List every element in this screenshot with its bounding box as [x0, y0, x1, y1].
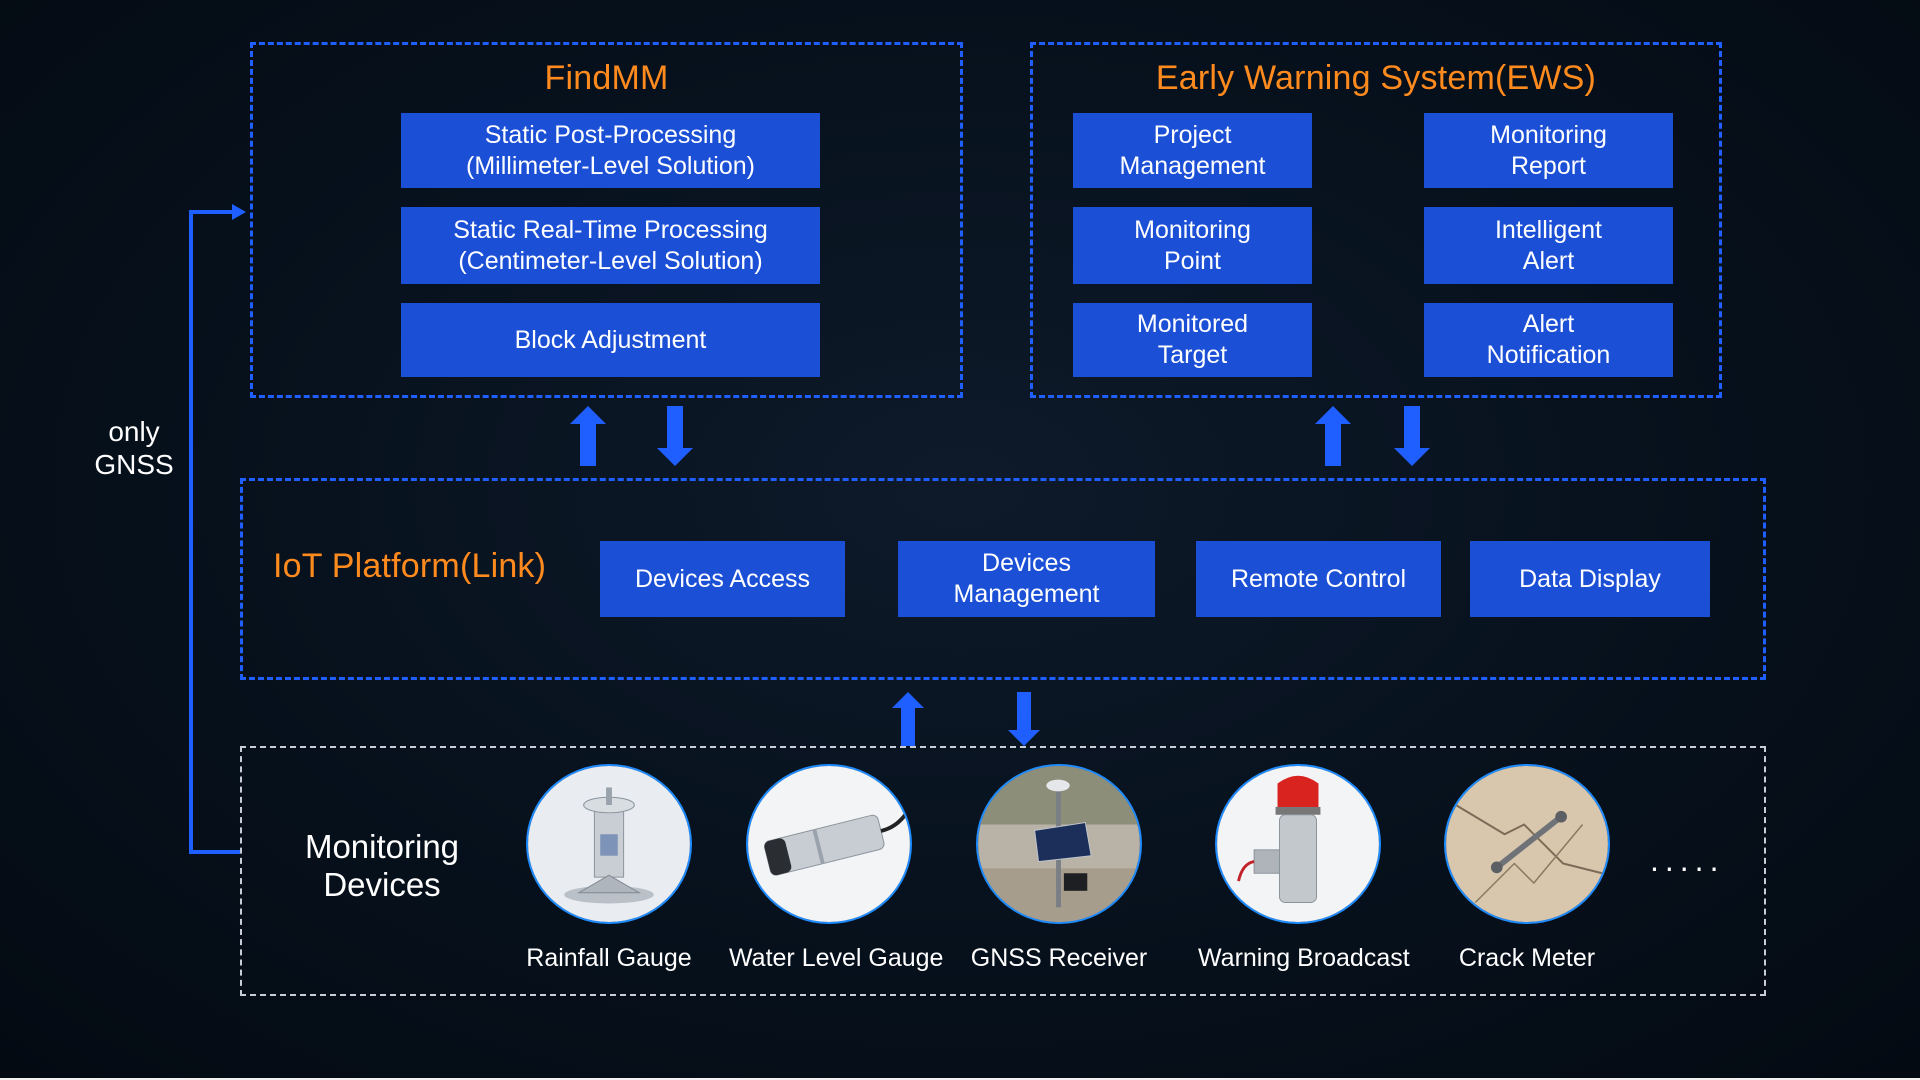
water-level-gauge-icon	[746, 764, 912, 924]
only-gnss-label: only GNSS	[94, 416, 174, 480]
gnss-receiver-label: GNSS Receiver	[970, 944, 1148, 972]
devices-access-box[interactable]: Devices Access	[600, 541, 845, 617]
device-crack-meter: Crack Meter	[1427, 764, 1627, 973]
monitoring-report-box[interactable]: Monitoring Report	[1424, 113, 1673, 188]
up-arrow-findmm	[570, 406, 606, 466]
monitoring-devices-group	[240, 746, 1766, 996]
more-devices-ellipsis: .....	[1650, 842, 1725, 878]
iot-platform-title: IoT Platform(Link)	[273, 547, 547, 585]
water-level-gauge-label: Water Level Gauge	[729, 944, 944, 972]
ews-group: Early Warning System(EWS)	[1030, 42, 1722, 398]
crack-meter-label: Crack Meter	[1458, 944, 1596, 972]
block-adjustment-box[interactable]: Block Adjustment	[401, 303, 820, 377]
down-arrow-ews	[1394, 406, 1430, 466]
rainfall-gauge-label: Rainfall Gauge	[526, 944, 692, 972]
crack-meter-icon	[1444, 764, 1610, 924]
rainfall-gauge-icon	[526, 764, 692, 924]
up-arrow-devices	[892, 692, 924, 746]
warning-broadcast-icon	[1215, 764, 1381, 924]
down-arrow-devices	[1008, 692, 1040, 746]
devices-management-box[interactable]: Devices Management	[898, 541, 1155, 617]
warning-broadcast-label: Warning Broadcast	[1198, 944, 1410, 972]
project-management-box[interactable]: Project Management	[1073, 113, 1312, 188]
bottom-divider	[0, 1078, 1920, 1080]
data-display-box[interactable]: Data Display	[1470, 541, 1710, 617]
monitoring-devices-label: Monitoring Devices	[304, 828, 460, 903]
up-arrow-ews	[1315, 406, 1351, 466]
device-water-level-gauge: Water Level Gauge	[729, 764, 944, 973]
ews-title: Early Warning System(EWS)	[1155, 59, 1597, 97]
device-warning-broadcast: Warning Broadcast	[1198, 764, 1410, 973]
iot-platform-group: IoT Platform(Link)	[240, 478, 1766, 680]
only-gnss-connector	[189, 204, 246, 854]
monitoring-point-box[interactable]: Monitoring Point	[1073, 207, 1312, 284]
monitored-target-box[interactable]: Monitored Target	[1073, 303, 1312, 377]
down-arrow-findmm	[657, 406, 693, 466]
intelligent-alert-box[interactable]: Intelligent Alert	[1424, 207, 1673, 284]
static-post-processing-box[interactable]: Static Post-Processing (Millimeter-Level…	[401, 113, 820, 188]
gnss-receiver-icon	[976, 764, 1142, 924]
device-gnss-receiver: GNSS Receiver	[959, 764, 1159, 973]
findmm-title: FindMM	[544, 59, 669, 97]
findmm-group: FindMM	[250, 42, 963, 398]
device-rainfall-gauge: Rainfall Gauge	[509, 764, 709, 973]
remote-control-box[interactable]: Remote Control	[1196, 541, 1441, 617]
alert-notification-box[interactable]: Alert Notification	[1424, 303, 1673, 377]
static-real-time-processing-box[interactable]: Static Real-Time Processing (Centimeter-…	[401, 207, 820, 284]
